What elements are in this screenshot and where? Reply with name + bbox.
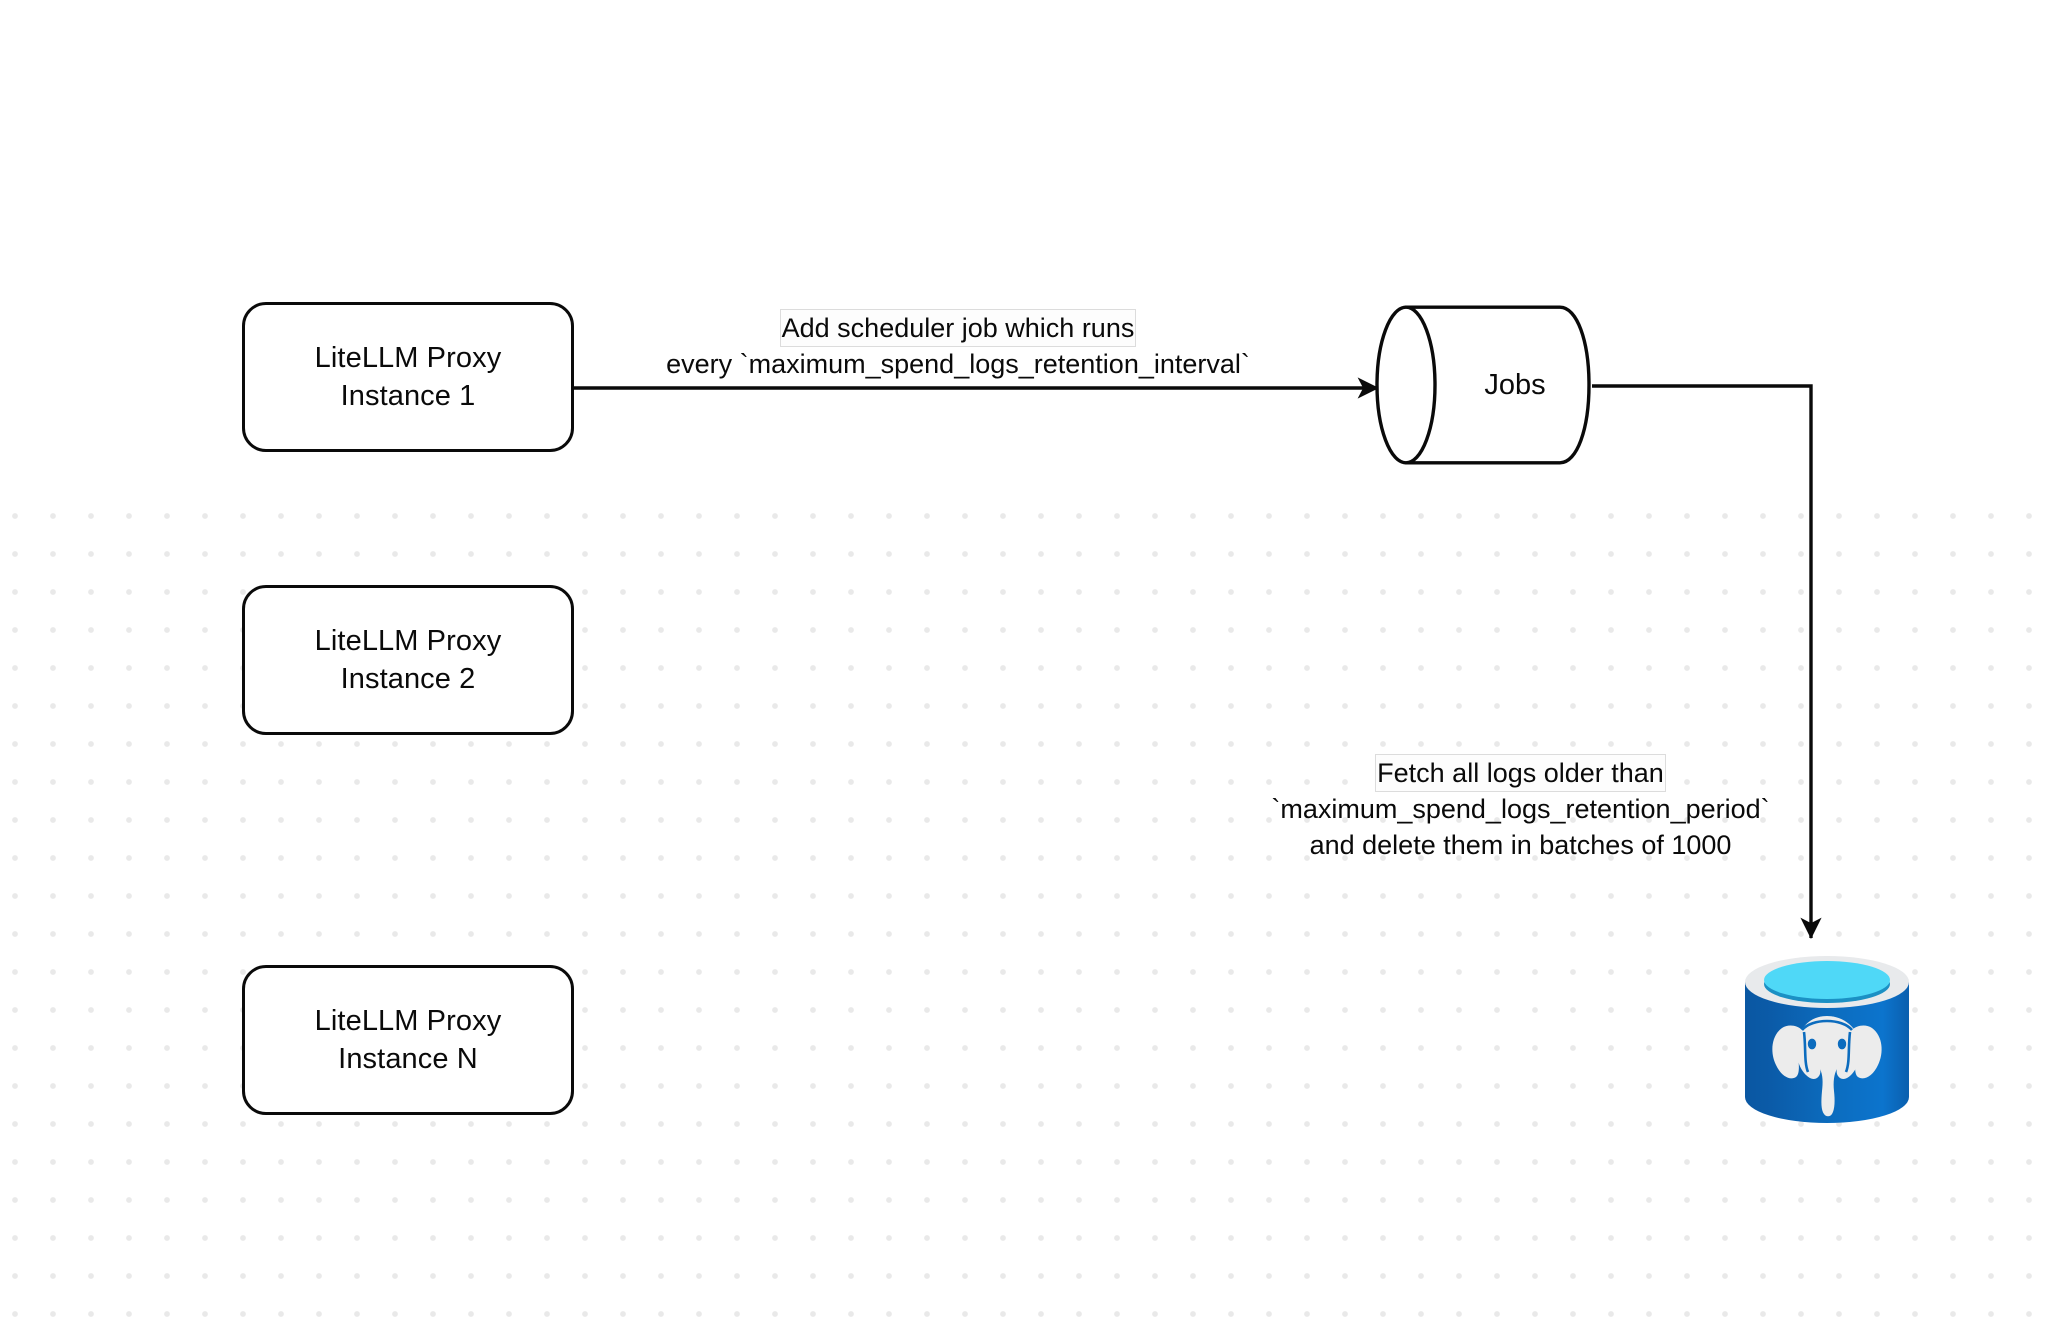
edge-delete-logs-label-line3-text: and delete them in batches of 1000 [1309,830,1732,861]
proxy-instance-2-label-line1: LiteLLM Proxy [314,624,502,657]
edge-delete-logs-label-line1: Fetch all logs older than [1238,755,1803,792]
proxy-instance-1-label-line1: LiteLLM Proxy [314,341,502,374]
cylinder-shape-icon [1375,305,1591,465]
edge-delete-logs-label-line2-text: `maximum_spend_logs_retention_period` [1271,794,1770,825]
proxy-instance-2-node[interactable]: LiteLLM Proxy Instance 2 [242,585,574,735]
proxy-instance-2-label: LiteLLM Proxy Instance 2 [315,622,502,699]
proxy-instance-1-label: LiteLLM Proxy Instance 1 [315,339,502,416]
edge-delete-logs-label-line2: `maximum_spend_logs_retention_period` [1238,791,1803,827]
proxy-instance-n-node[interactable]: LiteLLM Proxy Instance N [242,965,574,1115]
db-top-surface [1764,961,1890,999]
edge-scheduler-job-label-line2-text: every `maximum_spend_logs_retention_inte… [666,349,1250,380]
edge-delete-logs-label-line3: and delete them in batches of 1000 [1238,827,1803,863]
proxy-instance-2-label-line2: Instance 2 [340,663,476,695]
jobs-store-node[interactable]: Jobs [1375,305,1593,465]
proxy-instance-n-label: LiteLLM Proxy Instance N [315,1002,502,1079]
edge-scheduler-job-label-line1: Add scheduler job which runs [608,310,1308,347]
edge-delete-logs-line [1592,384,1822,940]
elephant-outline [1801,1019,1853,1073]
edge-scheduler-job-label-line1-text: Add scheduler job which runs [780,310,1136,347]
proxy-instance-1-label-line2: Instance 1 [340,380,476,412]
elephant-eyes [1807,1038,1847,1050]
edge-delete-logs-label-line1-text: Fetch all logs older than [1376,755,1665,792]
postgresql-elephant-icon [1745,956,1909,1123]
proxy-instance-n-label-line1: LiteLLM Proxy [314,1004,502,1037]
postgres-database-node[interactable] [1742,952,1912,1128]
proxy-instance-n-label-line2: Instance N [338,1043,478,1075]
edge-delete-logs-label: Fetch all logs older than `maximum_spend… [1238,755,1803,864]
jobs-store-label: Jobs [1484,368,1546,401]
proxy-instance-1-node[interactable]: LiteLLM Proxy Instance 1 [242,302,574,452]
edge-scheduler-job-label: Add scheduler job which runs every `maxi… [608,310,1308,382]
edge-scheduler-job-label-line2: every `maximum_spend_logs_retention_inte… [608,346,1308,382]
